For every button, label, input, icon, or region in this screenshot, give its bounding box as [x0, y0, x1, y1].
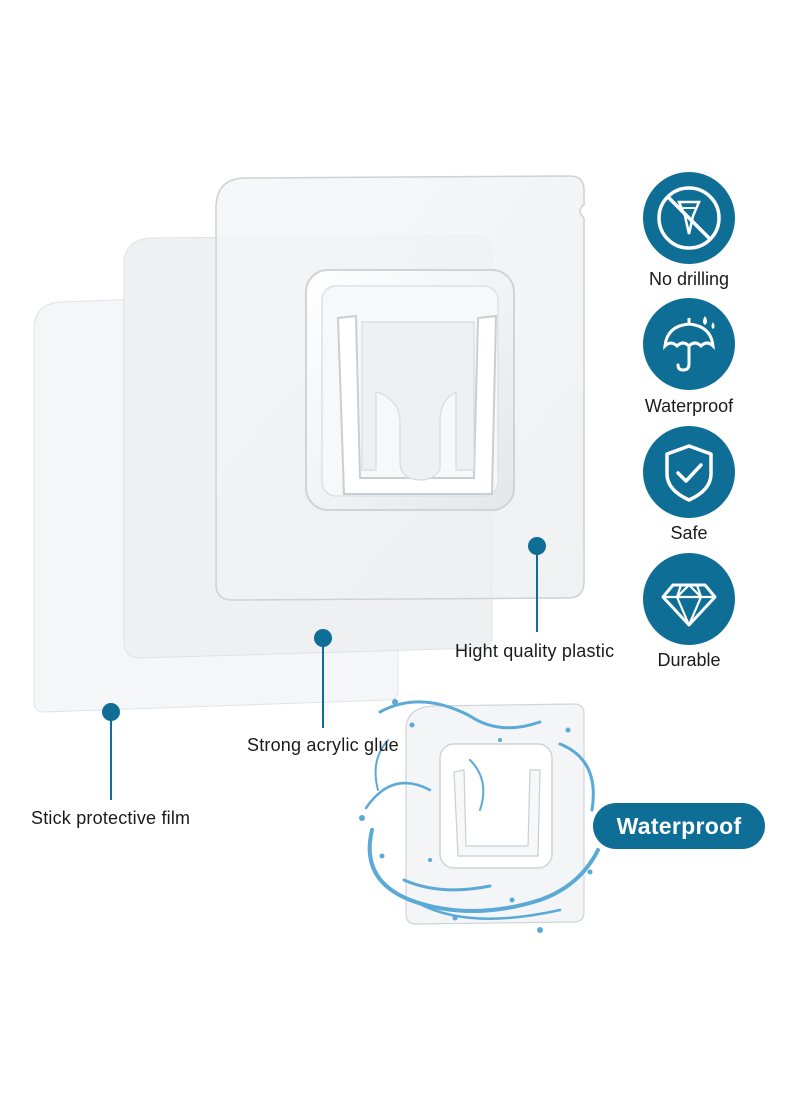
callout-dot-glue [314, 629, 332, 647]
feature-label-safe: Safe [670, 523, 708, 543]
plastic-label: Hight quality plastic [455, 641, 615, 661]
callout-dot-plastic [528, 537, 546, 555]
feature-label-waterproof: Waterproof [644, 396, 734, 416]
no-drilling-icon [643, 172, 735, 264]
hook-u-shape [336, 314, 498, 495]
callout-dot-film [102, 703, 120, 721]
shield-check-icon [643, 426, 735, 518]
umbrella-icon [643, 298, 735, 390]
feature-label-no-drilling: No drilling [648, 269, 730, 289]
film-label: Stick protective film [31, 808, 191, 828]
splash-illustration [359, 699, 605, 933]
feature-label-durable: Durable [657, 650, 721, 670]
diamond-icon [643, 553, 735, 645]
waterproof-badge: Waterproof [593, 803, 765, 849]
glue-label: Strong acrylic glue [247, 735, 399, 755]
